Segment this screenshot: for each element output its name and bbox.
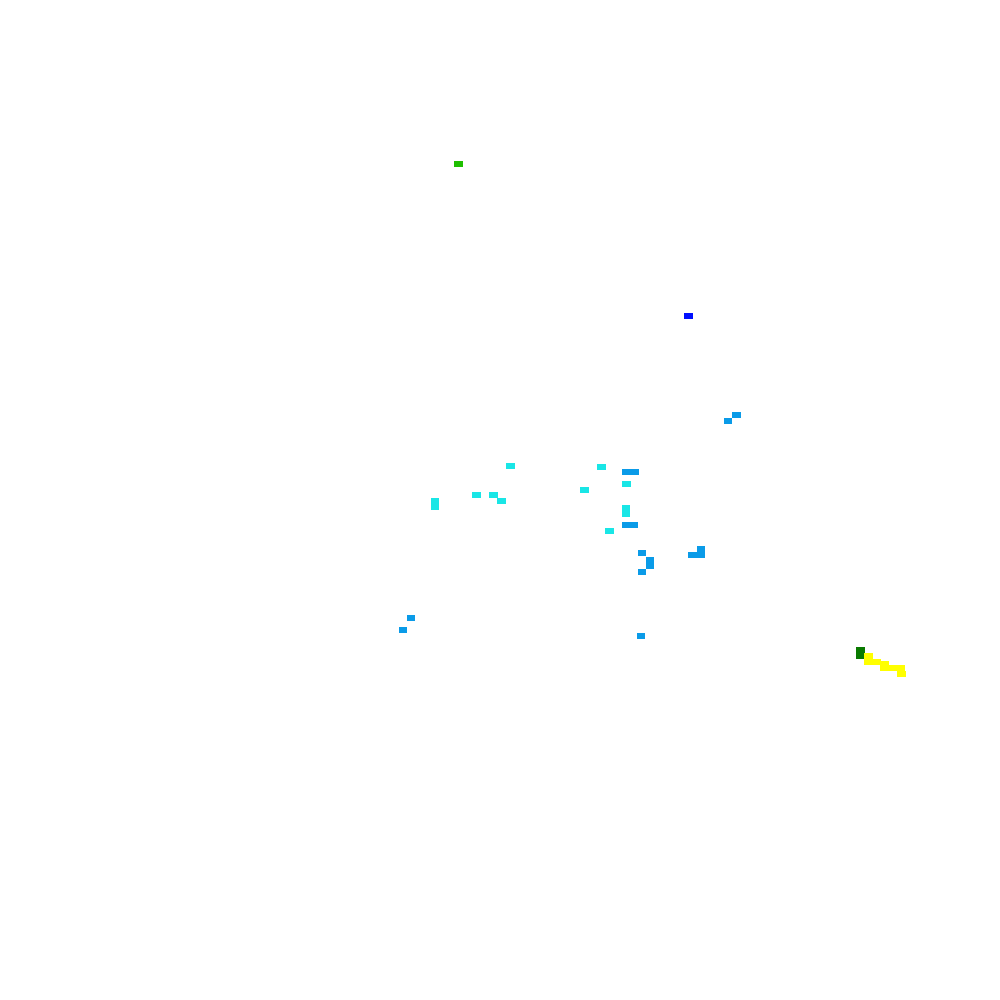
map-cell-cyan xyxy=(497,498,506,504)
map-cell-blue-mid xyxy=(724,418,732,424)
map-cell-blue-mid xyxy=(646,557,654,569)
map-cell-blue-mid xyxy=(697,546,705,552)
map-cell-blue-mid xyxy=(622,469,639,475)
map-cell-yellow xyxy=(864,659,881,665)
map-cell-cyan xyxy=(605,528,614,534)
map-cell-yellow xyxy=(880,665,905,671)
map-cell-cyan xyxy=(472,492,481,498)
map-cell-cyan xyxy=(622,481,631,487)
map-cell-blue-mid xyxy=(622,522,638,528)
map-cell-cyan xyxy=(580,487,589,493)
map-cell-cyan xyxy=(506,463,515,469)
map-cell-yellow xyxy=(897,671,906,677)
map-cell-green-bright xyxy=(454,161,463,167)
map-cell-blue-mid xyxy=(638,550,646,556)
map-cell-cyan xyxy=(431,498,439,510)
map-cell-blue-mid xyxy=(688,552,705,558)
map-cell-cyan xyxy=(622,505,630,517)
map-cell-blue-mid xyxy=(399,627,407,633)
map-cell-blue-mid xyxy=(637,633,645,639)
map-cell-blue-dark xyxy=(684,313,693,319)
map-cell-cyan xyxy=(489,492,498,498)
map-cell-yellow xyxy=(864,653,873,659)
map-cell-green-dark xyxy=(856,647,865,659)
map-cell-cyan xyxy=(597,464,606,470)
map-cell-blue-mid xyxy=(407,615,415,621)
map-cell-blue-mid xyxy=(638,569,646,575)
map-cell-blue-mid xyxy=(732,412,741,418)
